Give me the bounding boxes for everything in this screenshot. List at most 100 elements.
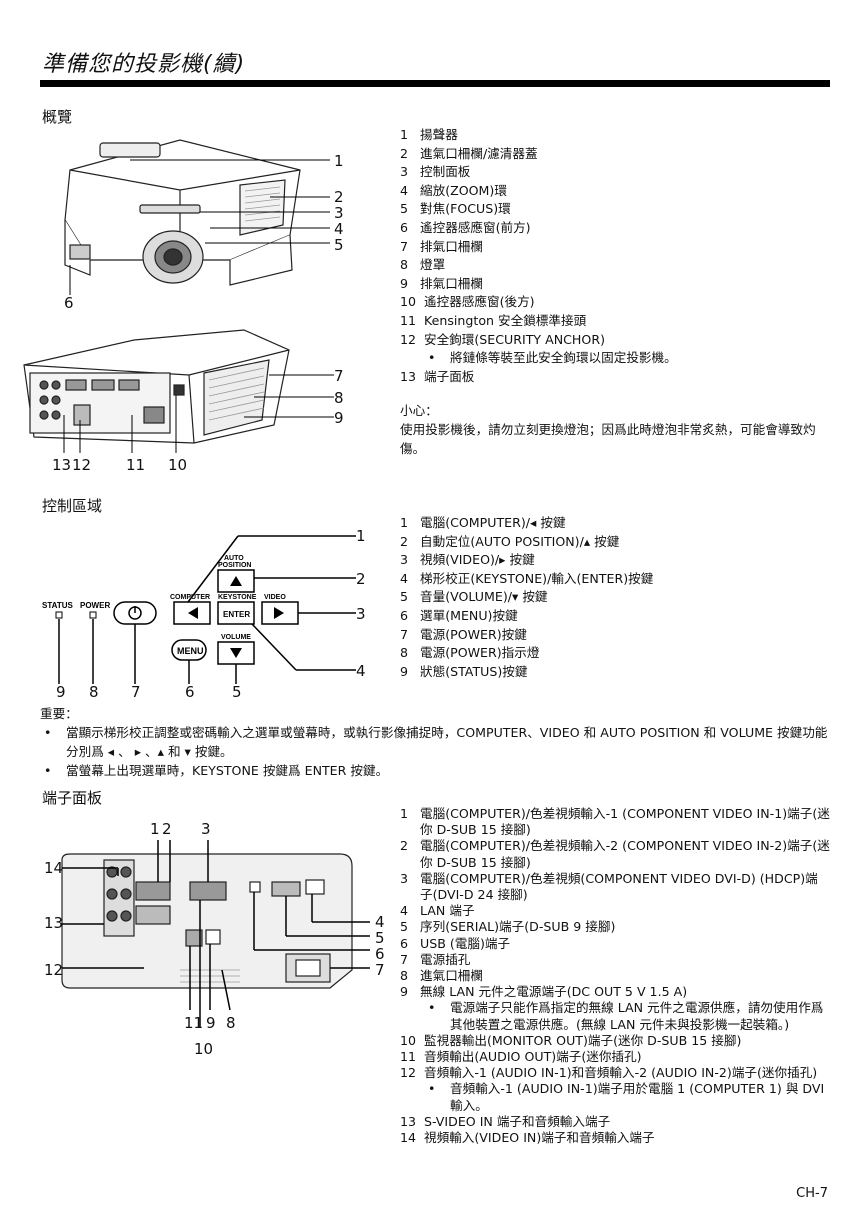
callout-overview-6: 6 [64,294,74,312]
caution-label: 小心： [400,403,438,418]
important-label: 重要： [40,706,78,721]
callout-overview-5: 5 [334,236,344,254]
callout-terminal-12: 12 [44,961,64,979]
callout-control-5: 5 [232,683,242,701]
callout-terminal-13: 13 [44,914,64,932]
callout-terminal-14: 14 [44,859,64,877]
callout-control-6: 6 [185,683,195,701]
callout-terminal-4: 4 [375,913,385,931]
callout-control-9: 9 [56,683,66,701]
callout-terminal-1: 1 [150,820,160,838]
position-label: POSITION [218,562,251,569]
callout-control-3: 3 [356,605,366,623]
callout-control-1: 1 [356,527,366,545]
callout-terminal-3: 3 [201,820,211,838]
projector-front-body [64,139,301,286]
callout-terminal-5: 5 [375,929,385,947]
list-bullet: 電源端子只能作爲指定的無線 LAN 元件之電源供應，請勿使用作爲其他裝置之電源供… [400,1000,830,1032]
terminal-panel-illustration [61,840,370,1028]
overview-front-leaders [69,159,330,295]
overview-rear-leaders [63,374,334,453]
callout-terminal-8: 8 [226,1014,236,1032]
callout-terminal-11: 11 [184,1014,204,1032]
control-panel-illustration: STATUS POWER MENU AUTO POSITION COMPUTER… [42,535,356,684]
projector-rear-illustration [23,329,334,453]
important-note-1: 當顯示梯形校正調整或密碼輸入之選單或螢幕時，或執行影像捕捉時，COMPUTER、… [40,723,830,761]
menu-label: MENU [177,646,204,656]
title-rule [40,80,830,87]
video-label: VIDEO [264,594,286,601]
callout-overview-13: 13 [52,456,72,474]
callout-overview-8: 8 [334,389,344,407]
status-label: STATUS [42,601,73,610]
auto-label: AUTO [224,555,244,562]
power-label: POWER [80,601,110,610]
callout-terminal-6: 6 [375,945,385,963]
callout-overview-11: 11 [126,456,146,474]
important-note-2: 當螢幕上出現選單時，KEYSTONE 按鍵爲 ENTER 按鍵。 [40,761,830,780]
terminal-heading: 端子面板 [42,789,103,807]
callout-overview-12: 12 [72,456,92,474]
volume-label: VOLUME [221,634,251,641]
terminal-panel-body [61,853,353,989]
status-led [55,611,63,619]
power-led [89,611,97,619]
page-title: 準備您的投影機(續) [42,52,246,77]
callout-overview-9: 9 [334,409,344,427]
keystone-label: KEYSTONE [218,594,257,601]
callout-overview-7: 7 [334,367,344,385]
list-bullet: 音頻輸入-1 (AUDIO IN-1)端子用於電腦 1 (COMPUTER 1)… [400,1081,830,1113]
callout-control-7: 7 [131,683,141,701]
control-leaders [58,535,356,684]
callout-overview-10: 10 [168,456,188,474]
callout-overview-2: 2 [334,188,344,206]
projector-rear-body [23,329,290,444]
callout-terminal-2: 2 [162,820,172,838]
overview-heading: 概覽 [42,108,73,126]
callout-control-4: 4 [356,662,366,680]
projector-front-illustration [64,139,330,295]
callout-terminal-10: 10 [194,1040,214,1058]
callout-terminal-9: 9 [206,1014,216,1032]
caution-text: 使用投影機後，請勿立刻更換燈泡；因爲此時燈泡非常炙熱，可能會導致灼傷。 [400,422,816,456]
control-heading: 控制區域 [42,497,103,515]
terminal-leaders [62,840,370,1028]
callout-overview-1: 1 [334,152,344,170]
list-bullet: 將鏈條等裝至此安全鉤環以固定投影機。 [400,349,840,368]
enter-button-icon [217,601,255,625]
enter-label: ENTER [223,610,250,619]
